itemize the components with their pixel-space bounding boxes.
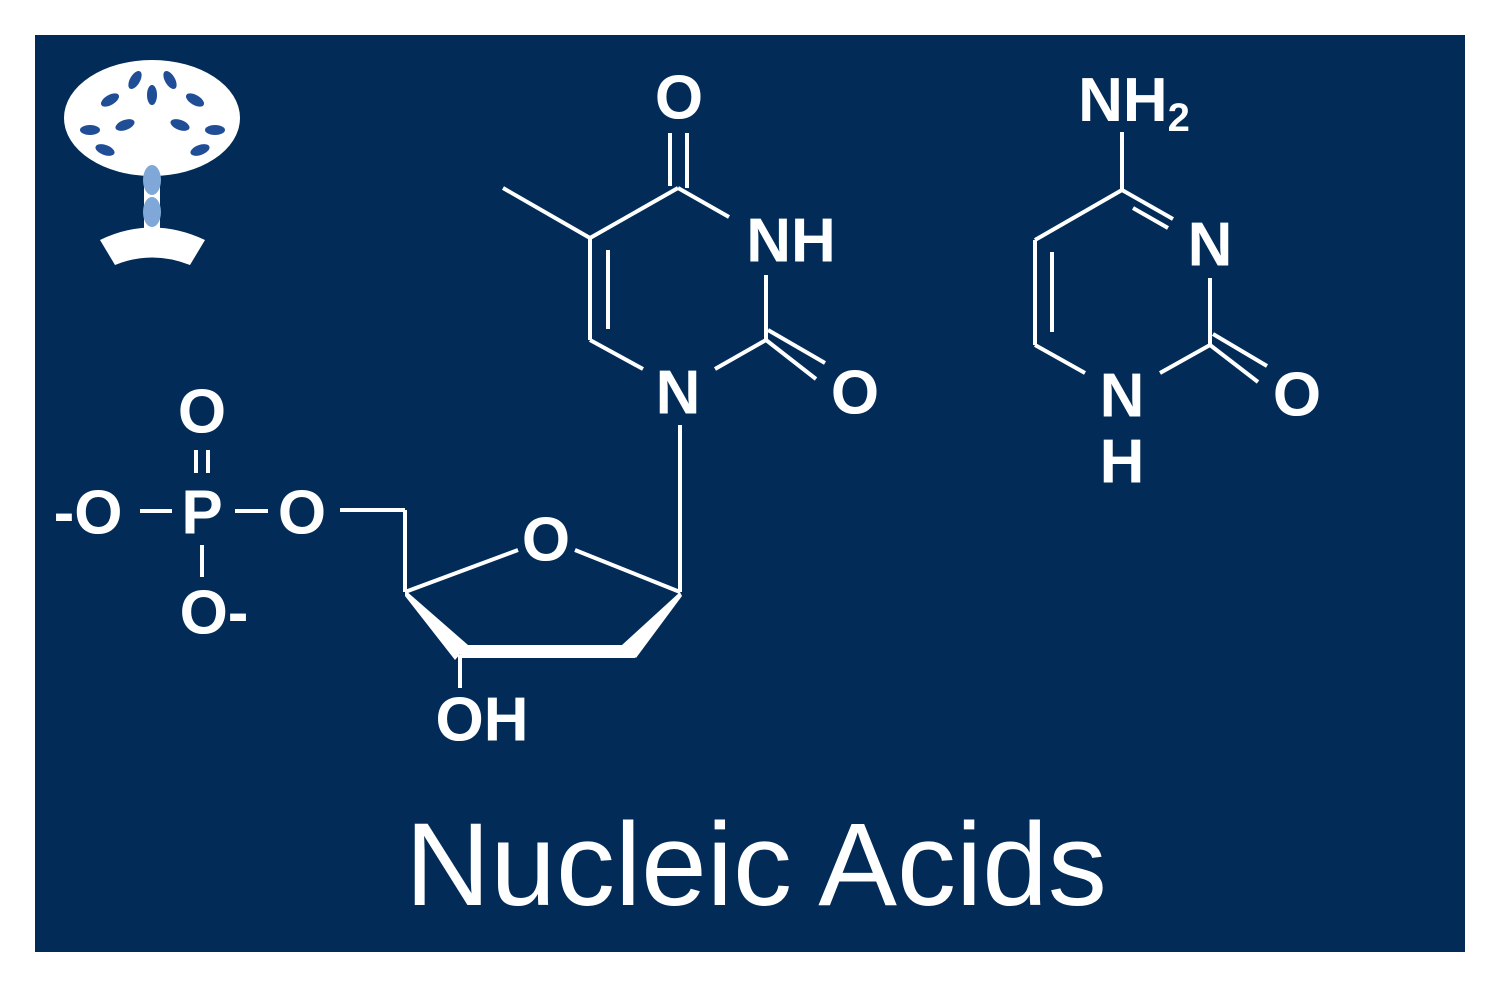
phosphate-o-bridge: O: [278, 479, 326, 548]
cytosine-nh2-text: NH: [1078, 66, 1168, 135]
sugar-oh: OH: [436, 686, 529, 755]
phosphate-o-top: O: [178, 378, 226, 447]
cytosine-nh2: NH2: [1078, 66, 1190, 141]
thymine-bonds: [502, 133, 827, 592]
cytosine-nh2-subscript: 2: [1168, 96, 1190, 140]
cytosine-n3: N: [1188, 211, 1233, 280]
background-panel: [35, 35, 1465, 952]
phosphate-bonds: [140, 450, 268, 577]
sugar-bonds: [340, 508, 682, 688]
cytosine-n1-h: H: [1100, 428, 1145, 497]
cytosine-o-right: O: [1273, 361, 1321, 430]
thymine-n1: N: [656, 359, 701, 428]
phosphate-o-minus-bottom: O-: [180, 579, 249, 648]
phosphate-p: P: [181, 479, 222, 548]
tree-dna-icon: [64, 60, 240, 265]
phosphate-o-minus-left: -O: [54, 479, 123, 548]
cytosine-n1: N: [1100, 362, 1145, 431]
diagram-title: Nucleic Acids: [405, 799, 1107, 931]
thymine-o-right: O: [831, 359, 879, 428]
thymine-nh: NH: [746, 207, 836, 276]
cytosine-bonds: [1033, 132, 1269, 384]
thymine-o-top: O: [655, 64, 703, 133]
sugar-ring-o: O: [522, 506, 570, 575]
